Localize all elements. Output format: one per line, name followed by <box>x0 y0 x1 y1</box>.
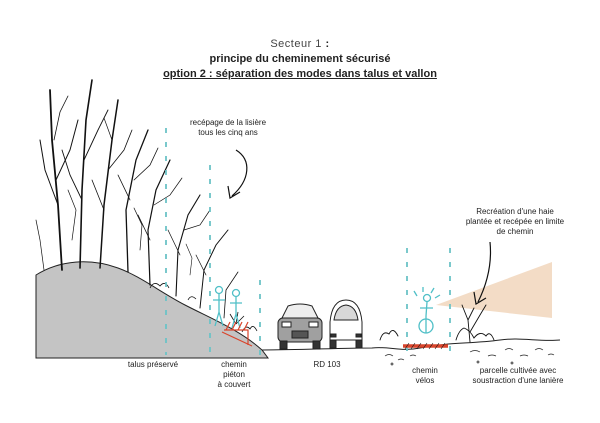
recreation-arrowhead <box>473 291 487 305</box>
light-cone <box>436 262 552 318</box>
dashed-guides <box>165 128 451 360</box>
recepage-annotation: recépage de la lisière tous les cinq ans <box>189 118 267 137</box>
principle-title: principe du cheminement sécurisé <box>209 53 391 65</box>
label-pieton: chemin piéton à couvert <box>217 360 251 389</box>
car-rear-icon <box>329 299 363 349</box>
cyclist-figure <box>413 287 441 334</box>
car-icon <box>277 303 323 350</box>
pedestrian-path <box>221 321 253 347</box>
ground-texture <box>384 348 555 366</box>
bike-path-pattern <box>404 342 446 350</box>
ground-line <box>261 338 561 351</box>
label-talus: talus préservé <box>127 360 179 369</box>
option-title: option 2 : séparation des modes dans tal… <box>163 68 437 80</box>
talus-slope <box>35 261 269 359</box>
recepage-arrow <box>231 149 248 197</box>
sector-title: Secteur 1 : <box>270 38 330 50</box>
label-parcelle: parcelle cultivée avec soustraction d'un… <box>472 366 564 385</box>
label-rd: RD 103 <box>313 360 341 369</box>
title-block: Secteur 1 : principe du cheminement sécu… <box>0 37 600 82</box>
tree-group <box>35 79 239 319</box>
hedge-tree <box>379 304 495 343</box>
recreation-annotation: Recréation d'une haie plantée et recépée… <box>465 207 565 236</box>
recepage-arrowhead <box>227 185 241 199</box>
pedestrian-figures <box>213 285 242 329</box>
recreation-arrow <box>477 241 492 303</box>
label-velos: chemin vélos <box>412 366 438 385</box>
